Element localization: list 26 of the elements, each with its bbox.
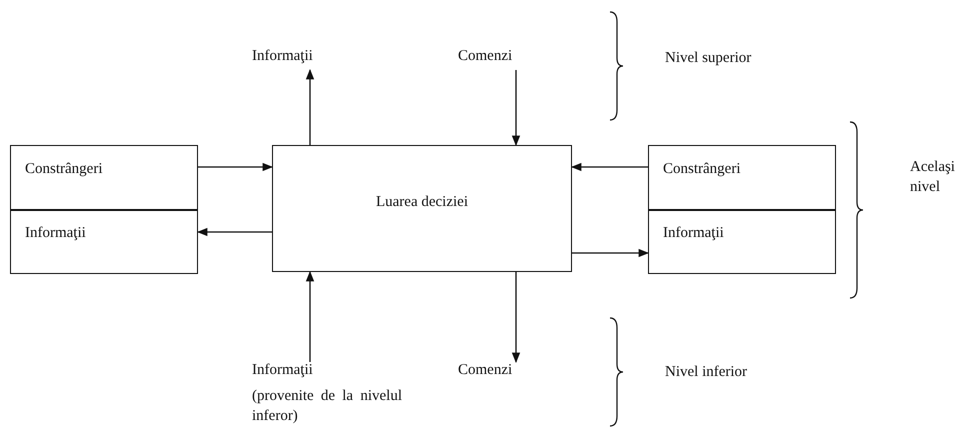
node-label: Constrângeri [663,161,742,178]
table-cell [648,209,836,274]
level-label: Nivel inferior [665,363,748,382]
arrow [306,68,314,145]
arrow [512,70,520,146]
table-cell [10,209,198,274]
node-label: Comenzi [458,48,514,65]
arrow [572,248,650,258]
node-label: Comenzi [458,362,514,379]
level-label: Nivel superior [665,49,752,68]
node-label: Informaţii [252,362,314,379]
node-label: Informaţii [252,48,314,65]
node-label: Informaţii [25,225,87,242]
process-box [272,145,572,272]
arrow [512,272,520,364]
node-label: Constrângeri [25,161,104,178]
arrow [198,162,274,172]
node-note: (provenite de la nivelul inferor) [252,387,402,426]
table-cell [648,145,836,211]
node-label: Informaţii [663,225,725,242]
node-label: Luarea deciziei [376,194,468,211]
level-label: Acelaşi nivel [910,158,956,198]
arrow [570,162,648,172]
table-cell [10,145,198,211]
arrow [306,270,314,362]
arrow [196,228,272,236]
